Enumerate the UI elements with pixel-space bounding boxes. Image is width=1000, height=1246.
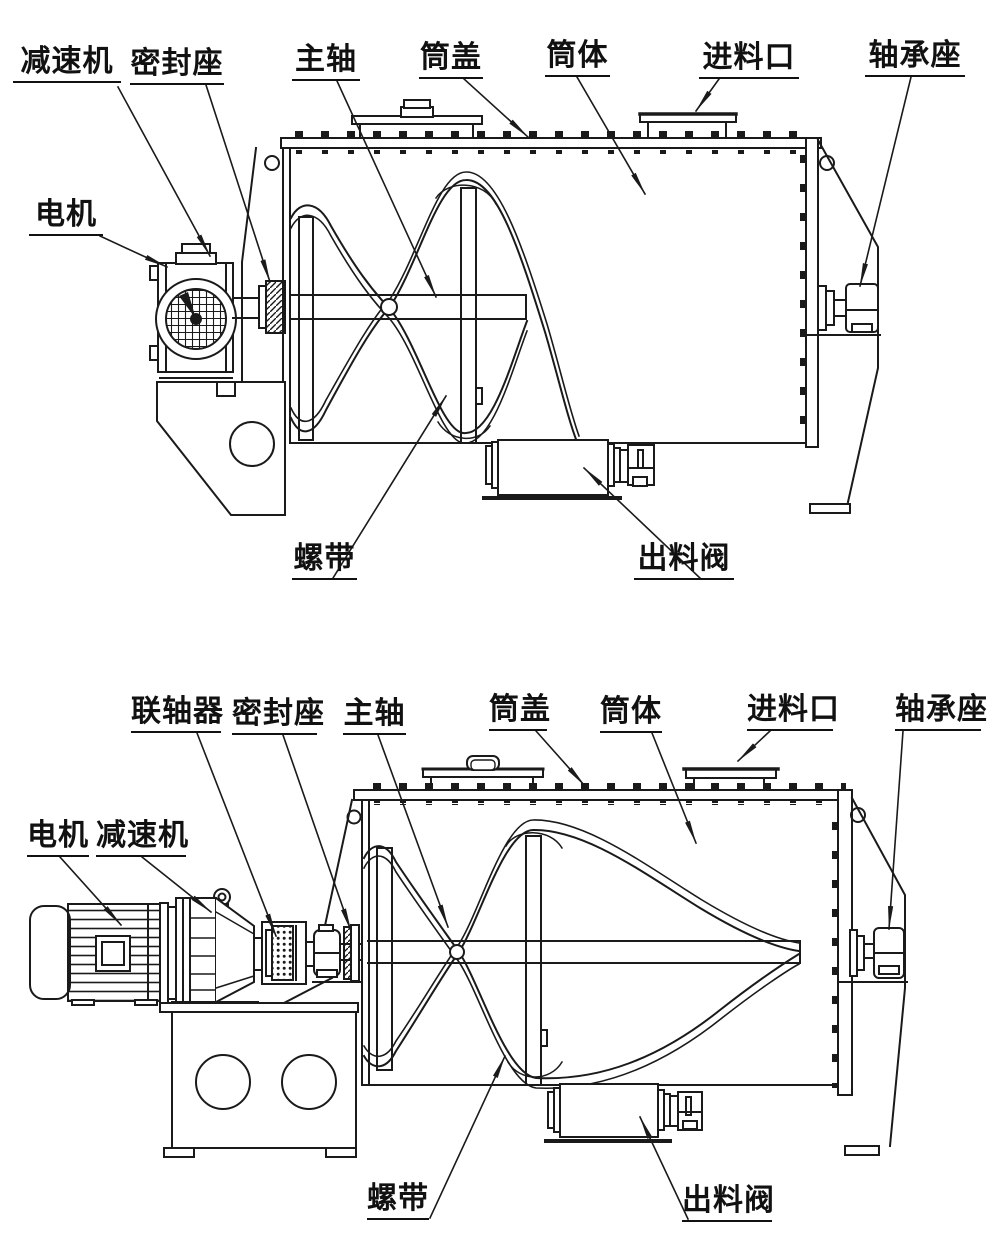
- leader-ribbon: [428, 1054, 507, 1220]
- label-bearing-seat: 轴承座: [895, 692, 987, 731]
- label-seal-seat: 密封座: [232, 696, 324, 735]
- leader-coupling: [195, 731, 278, 938]
- inspection-port: [421, 755, 545, 791]
- label-barrel-body: 筒体: [545, 38, 610, 77]
- leader-discharge-valve: [582, 466, 702, 580]
- label-feed-inlet: 进料口: [699, 40, 799, 79]
- bearing-seat: [849, 927, 905, 979]
- label-discharge-valve: 出料阀: [682, 1183, 774, 1222]
- discharge-valve: [482, 439, 655, 500]
- leader-main-shaft: [335, 79, 438, 299]
- leader-motor: [58, 855, 123, 927]
- label-reducer: 减速机: [96, 818, 188, 857]
- drive-pedestal: [159, 1002, 359, 1158]
- ribbon-screw: [289, 171, 581, 444]
- inspection-port: [351, 99, 483, 139]
- seal-seat: [313, 924, 360, 982]
- leader-barrel-body: [575, 75, 647, 196]
- leader-seal-seat: [204, 83, 272, 284]
- leader-bearing-seat: [888, 730, 904, 930]
- label-discharge-valve: 出料阀: [634, 541, 734, 580]
- label-main-shaft: 主轴: [292, 42, 360, 81]
- leader-seal-seat: [281, 733, 353, 933]
- label-seal-seat: 密封座: [130, 46, 224, 85]
- leader-reducer: [116, 85, 212, 258]
- feed-inlet: [682, 767, 780, 791]
- label-coupling: 联轴器: [131, 694, 223, 733]
- bearing-seat: [817, 283, 879, 333]
- ribbon-screw: [362, 819, 801, 1090]
- label-motor: 电机: [27, 818, 89, 857]
- leader-lines-view-2: [58, 729, 904, 1221]
- feed-inlet: [638, 112, 738, 139]
- leader-lines-view-1: [98, 75, 912, 580]
- leader-barrel-cover: [462, 77, 530, 139]
- leader-discharge-valve: [638, 1115, 690, 1221]
- label-main-shaft: 主轴: [343, 696, 406, 735]
- diagram-view-1: [98, 75, 912, 580]
- leader-main-shaft: [376, 733, 450, 929]
- barrel-cover-flange: [280, 131, 822, 154]
- coupling: [261, 921, 315, 985]
- label-barrel-cover: 筒盖: [419, 40, 483, 79]
- label-barrel-body: 筒体: [600, 694, 662, 733]
- label-motor: 电机: [29, 197, 103, 236]
- barrel-cover-flange: [353, 783, 853, 805]
- leader-barrel-cover: [534, 729, 587, 788]
- leader-feed-inlet: [694, 77, 721, 113]
- label-reducer: 减速机: [13, 44, 121, 83]
- motor: [149, 243, 237, 379]
- leader-ribbon: [331, 394, 448, 580]
- main-shaft: [289, 294, 527, 320]
- discharge-valve: [544, 1083, 703, 1143]
- reducer: [159, 888, 263, 1009]
- label-barrel-cover: 筒盖: [489, 692, 550, 731]
- motor-pedestal: [156, 381, 286, 516]
- seal-seat: [232, 280, 286, 334]
- barrel-body: [289, 137, 819, 448]
- leader-reducer: [140, 855, 213, 914]
- main-shaft: [367, 940, 801, 964]
- diagram-view-2: [29, 729, 908, 1221]
- leader-feed-inlet: [736, 729, 772, 763]
- leader-barrel-body: [650, 731, 698, 845]
- barrel-body: [361, 789, 853, 1096]
- leader-bearing-seat: [859, 76, 912, 287]
- label-ribbon: 螺带: [292, 541, 357, 580]
- label-feed-inlet: 进料口: [747, 692, 839, 731]
- label-bearing-seat: 轴承座: [865, 38, 965, 77]
- motor: [29, 903, 161, 1006]
- leader-motor: [98, 234, 169, 269]
- label-ribbon: 螺带: [367, 1181, 429, 1220]
